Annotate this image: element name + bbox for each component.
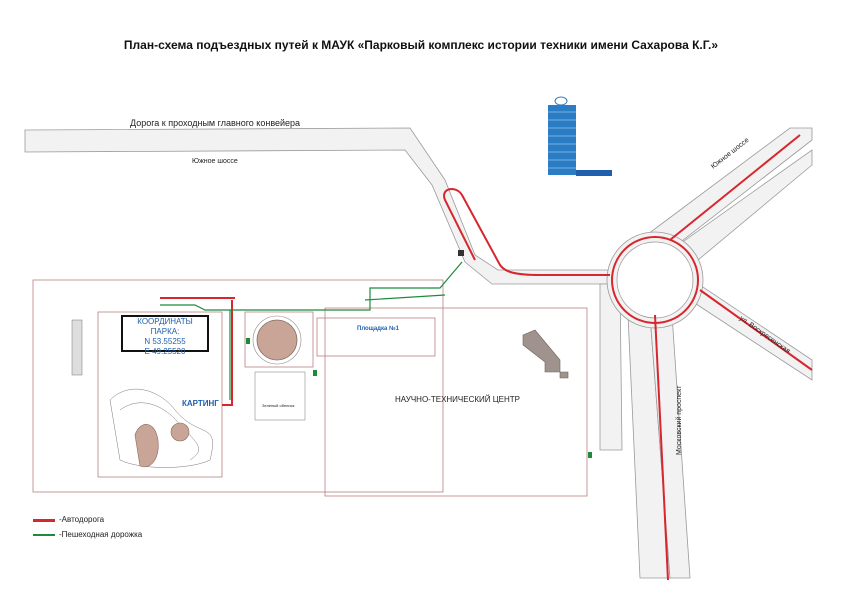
road-conveyor [24,127,611,285]
label-zeleny: Зеленый обелиск [262,403,295,408]
arena [256,319,298,361]
tower-illustration [548,96,612,176]
ploshchadka-zone [316,317,436,357]
label-ntc: НАУЧНО-ТЕХНИЧЕСКИЙ ЦЕНТР [395,395,521,404]
legend-swatch-green [33,534,55,536]
label-moskovsky: Московский проспект [676,385,683,455]
arena-zone [244,311,314,368]
park-territory [32,279,444,493]
ntc-territory [324,307,588,497]
brown-building [522,329,569,379]
label-south-highway: Южное шоссе [192,158,238,165]
coordinates-box: КООРДИНАТЫ ПАРКА: N 53.55255 E 49.25520 [121,315,209,356]
label-karting: КАРТИНГ [180,399,221,408]
coordinates-lat: N 53.55255 [144,337,186,346]
karting-track [134,422,190,468]
label-road-conveyor: Дорога к проходным главного конвейера [130,118,301,128]
coordinates-lon: E 49.25520 [144,347,186,356]
label-ploshchadka: Площадка №1 [355,326,402,332]
roundabout [606,231,704,329]
legend-swatch-red [33,519,55,522]
road-network [24,127,813,579]
coordinates-heading: КООРДИНАТЫ ПАРКА: [137,317,193,336]
road-voskresenskaya [689,284,813,381]
legend-label-walk: -Пешеходная дорожка [59,530,143,539]
karting-zone [97,311,223,478]
area-boundaries [32,279,588,497]
markers [246,250,592,458]
page-title: План-схема подъездных путей к МАУК «Парк… [123,38,719,52]
car-route [160,134,813,581]
legend-label-car: -Автодорога [59,515,105,524]
walk-route [160,261,463,400]
